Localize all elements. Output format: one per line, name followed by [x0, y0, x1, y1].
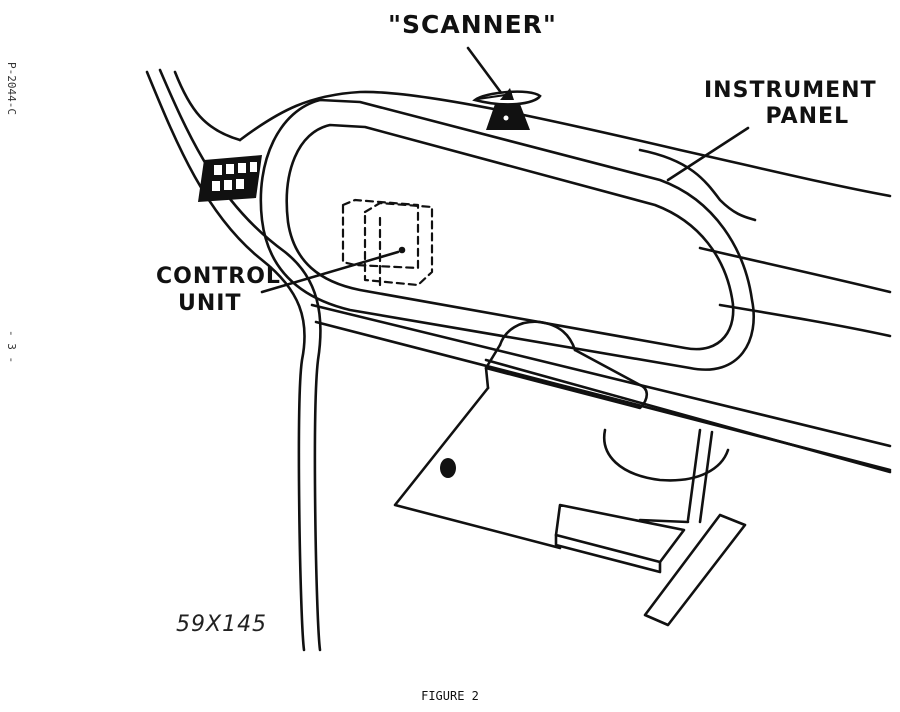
- scanner-device: [472, 88, 542, 130]
- figure-caption: FIGURE 2: [421, 689, 479, 703]
- instrument-panel-label: INSTRUMENT PANEL: [704, 78, 877, 130]
- pedal-side: [554, 533, 662, 574]
- control-unit-label: CONTROL UNIT: [156, 263, 281, 317]
- dash-underside: [484, 358, 892, 474]
- instrument-panel-label-line2: PANEL: [765, 104, 850, 129]
- steering-shaft-2: [698, 430, 714, 524]
- door-pillar-outer: [145, 70, 306, 652]
- panel-right-upper: [698, 246, 892, 294]
- floor-board: [643, 513, 747, 627]
- dash-knob: [440, 458, 456, 478]
- panel-right-lower: [718, 303, 892, 338]
- control-unit-label-line1: CONTROL: [156, 264, 281, 289]
- instrument-panel-outer: [259, 98, 755, 371]
- steering-column-body: [484, 343, 649, 410]
- dash-top-edge: [238, 90, 892, 198]
- steering-shaft-1: [686, 428, 702, 522]
- handwritten-code: 59X145: [176, 612, 268, 637]
- steering-shroud: [602, 428, 730, 482]
- knee-panel: [393, 386, 562, 550]
- page-number: - 3 -: [5, 330, 18, 364]
- steering-column-top: [498, 320, 577, 352]
- switch-block: [198, 155, 262, 202]
- scanner-label: "SCANNER": [388, 10, 557, 39]
- steering-column-side: [484, 366, 490, 390]
- dash-crest: [638, 148, 757, 222]
- control-unit-label-line2: UNIT: [178, 291, 242, 316]
- document-number: P-2044-C: [5, 62, 18, 115]
- dash-face-upper: [310, 303, 892, 448]
- instrument-leader: [666, 126, 750, 182]
- control-leader: [260, 250, 400, 294]
- instrument-panel-inner: [285, 123, 735, 351]
- pedal-top: [554, 503, 686, 564]
- control-unit-front: [363, 201, 434, 287]
- instrument-panel-label-line1: INSTRUMENT: [704, 78, 877, 103]
- pedal-arm: [638, 518, 690, 524]
- scanner-leader: [466, 46, 507, 100]
- control-unit-back: [341, 198, 420, 270]
- pillar-edge: [173, 70, 242, 142]
- control-unit-dot: [398, 246, 406, 254]
